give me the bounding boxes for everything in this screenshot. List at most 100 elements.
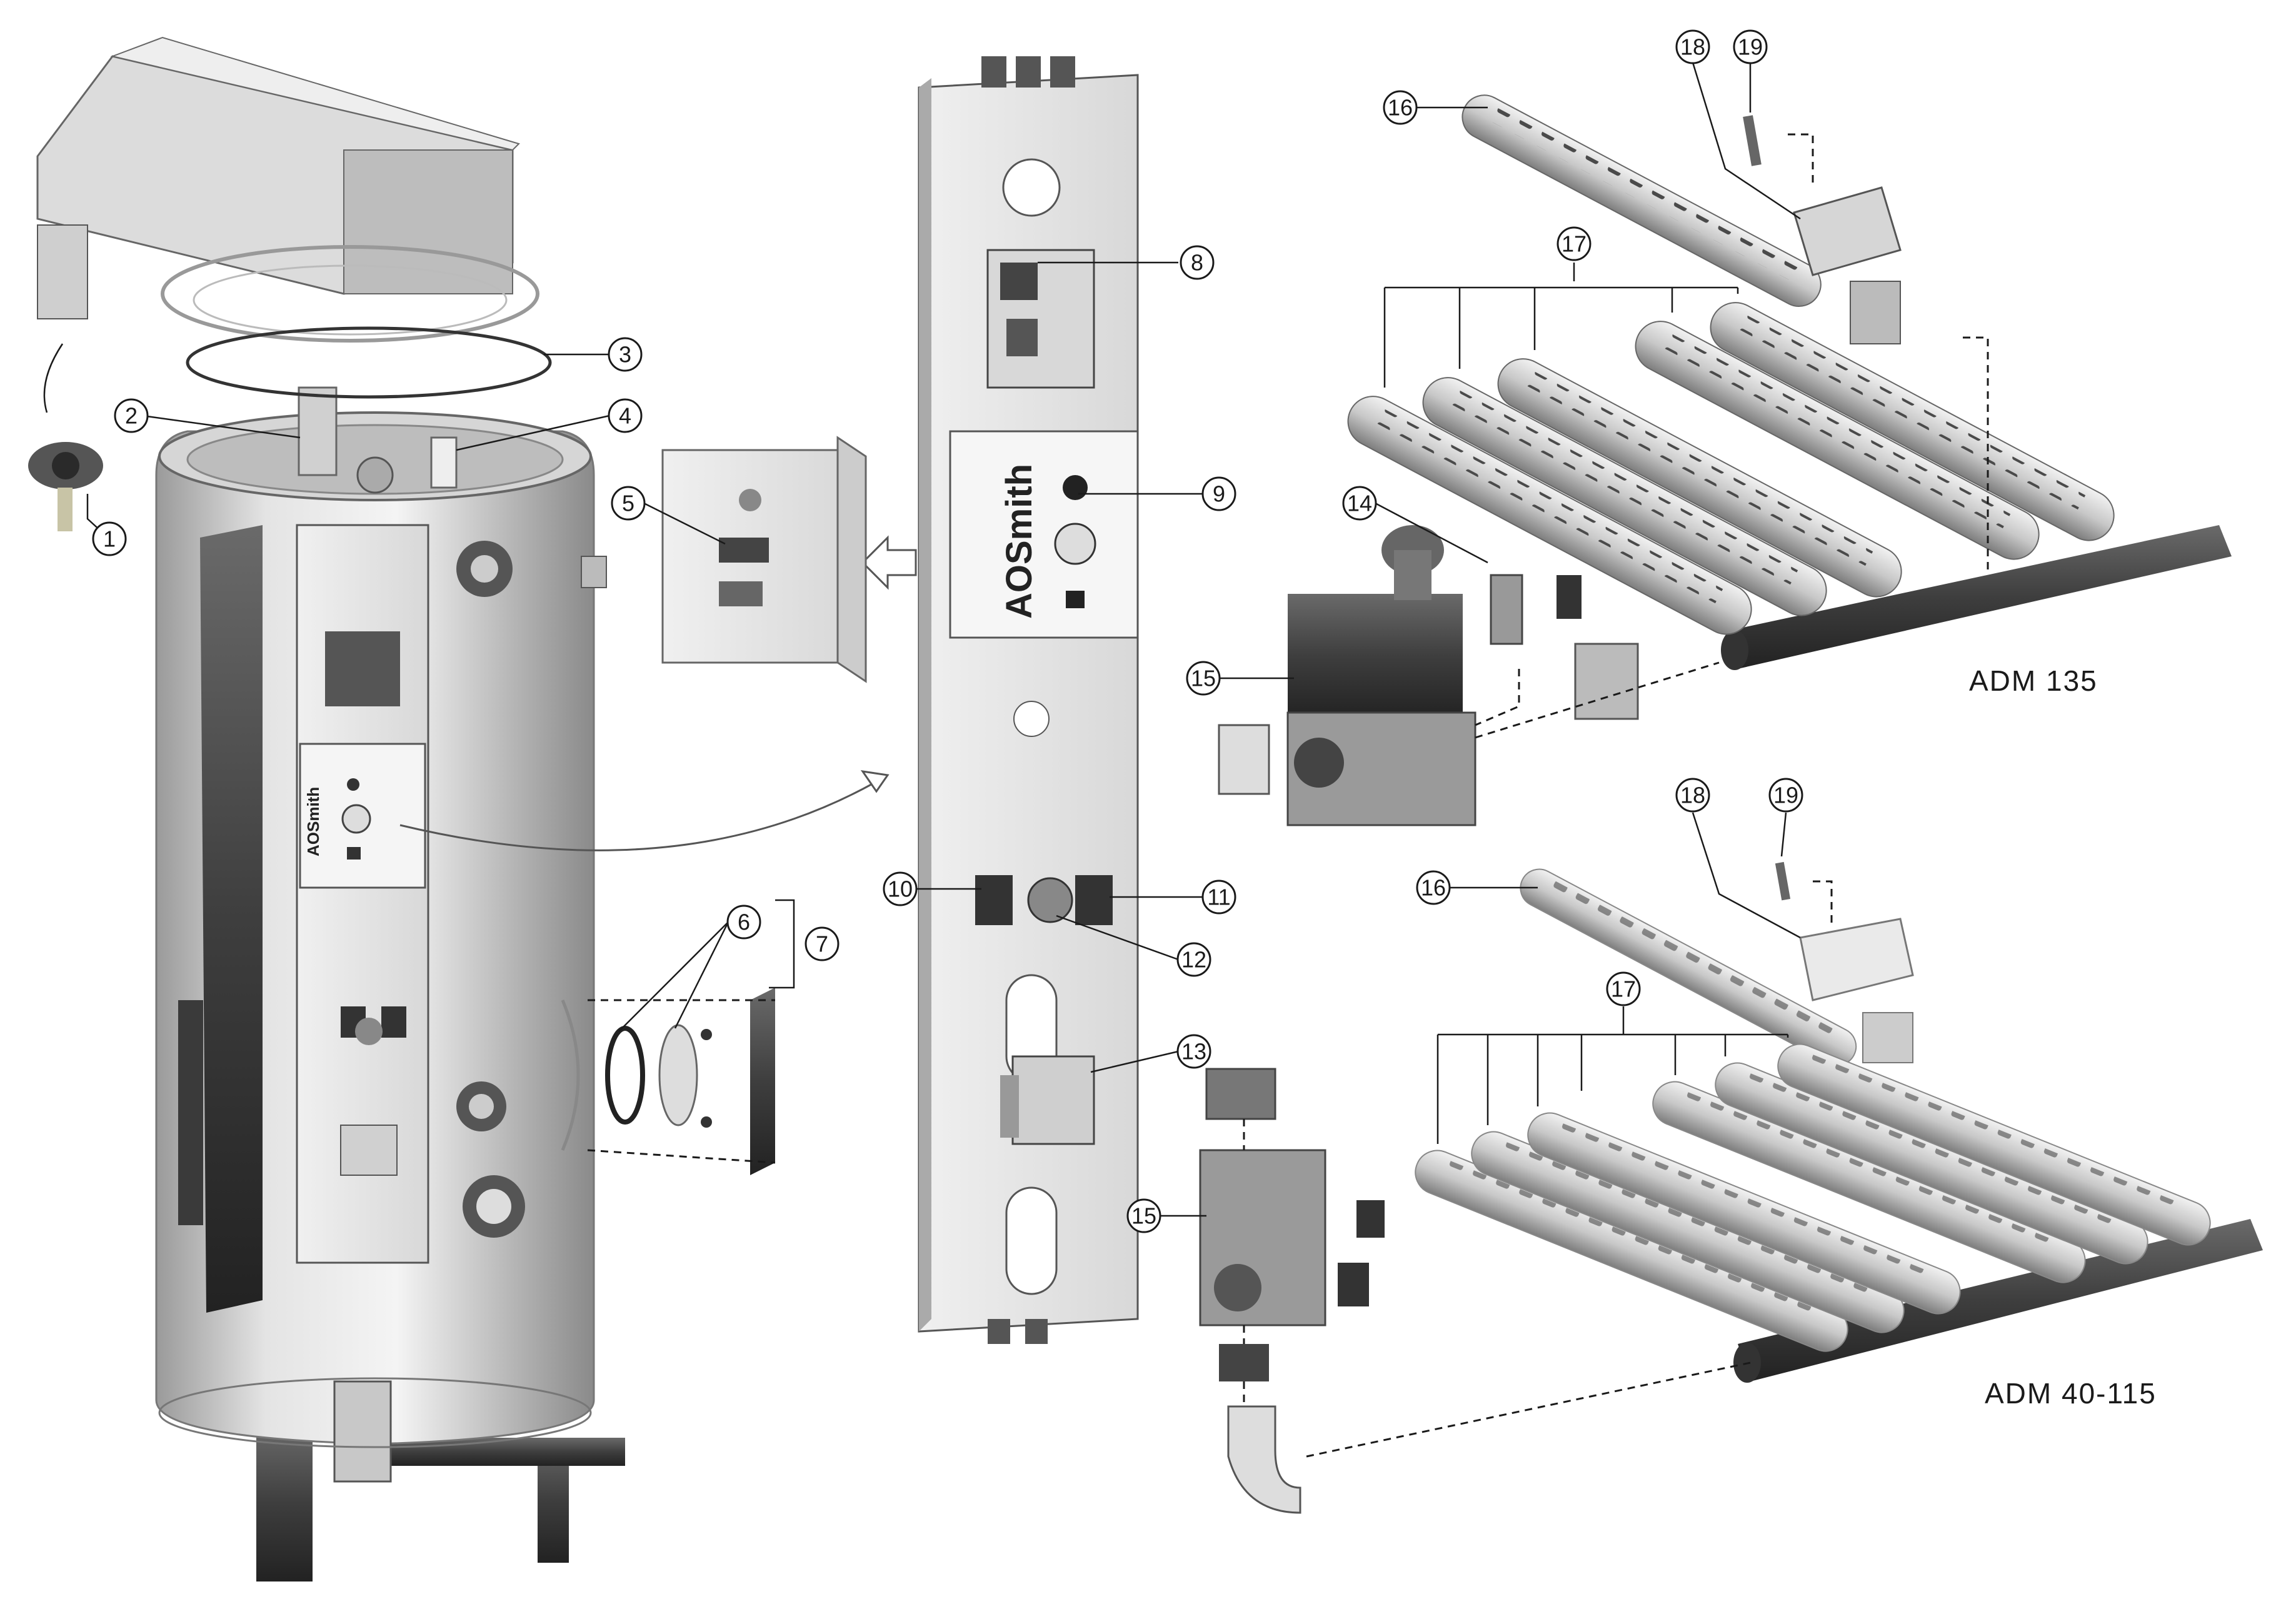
callout-circle <box>883 871 918 906</box>
gas-valve-top <box>1205 1068 1276 1120</box>
callout-12: 12 <box>1176 942 1211 977</box>
leader-18b <box>1692 812 1801 939</box>
cable-gland <box>981 56 1006 88</box>
callout-circle <box>726 905 761 940</box>
callout-number: 7 <box>816 931 828 957</box>
tank-panel-relay <box>381 1006 406 1038</box>
callout-13: 13 <box>1176 1034 1211 1069</box>
ignition-electrode <box>1775 861 1791 901</box>
solenoid-valve <box>1490 574 1523 645</box>
callout-15a: 15 <box>1186 661 1221 696</box>
callout-10: 10 <box>883 871 918 906</box>
gas-manifold-end <box>1721 630 1748 670</box>
main-pcb-chip <box>1000 263 1038 300</box>
sight-glass-assembly <box>561 988 776 1175</box>
callout-15b: 15 <box>1126 1198 1161 1233</box>
inspection-opening <box>561 1000 580 1151</box>
leader-17a <box>1383 263 1739 388</box>
leader-14 <box>1375 502 1488 564</box>
callout-circle <box>1176 942 1211 977</box>
callout-number: 8 <box>1191 250 1203 276</box>
module-terminal <box>719 581 763 606</box>
model-label-adm40-115: ADM 40-115 <box>1985 1377 2157 1410</box>
pilot-assembly <box>1793 186 1902 276</box>
panel-arrow <box>399 774 888 851</box>
callout-circle <box>611 486 646 521</box>
tank-side-port <box>471 555 498 583</box>
callout-number: 3 <box>619 342 631 368</box>
leader-13 <box>1090 1050 1179 1073</box>
callout-number: 16 <box>1421 875 1446 901</box>
burner-tube <box>1422 377 1827 616</box>
callout-19b: 19 <box>1768 778 1803 813</box>
callout-number: 12 <box>1181 947 1206 973</box>
callout-number: 15 <box>1191 666 1216 691</box>
burner-tube <box>1497 358 1902 598</box>
callout-17a: 17 <box>1557 226 1592 261</box>
panel-hole <box>1013 701 1050 737</box>
burner-tube <box>1520 868 1857 1066</box>
callout-circle <box>608 337 643 372</box>
tank-bottom-ring <box>158 1377 592 1448</box>
dash-line <box>1475 661 1720 739</box>
tank-leg <box>256 1425 313 1581</box>
burner-tube <box>1710 302 2115 541</box>
callout-circle <box>114 398 149 433</box>
flue-hood-assembly <box>28 36 552 531</box>
ignition-electrode <box>1743 115 1762 166</box>
flue-collar-inner <box>193 264 508 336</box>
callout-circle <box>1180 245 1215 280</box>
flue-hood-top <box>110 36 520 151</box>
leader-18a <box>1692 62 1801 220</box>
burner-tube <box>1635 321 2040 560</box>
switch-box-switch <box>1066 591 1085 608</box>
callout-number: 17 <box>1562 231 1587 257</box>
flue-sensor-center <box>52 452 79 479</box>
sight-screw <box>701 1116 712 1128</box>
callout-number: 17 <box>1611 976 1636 1002</box>
leader-2 <box>142 414 301 439</box>
callout-8: 8 <box>1180 245 1215 280</box>
callout-2: 2 <box>114 398 149 433</box>
gas-valve-connector <box>1338 1263 1369 1306</box>
switch-box <box>949 430 1139 639</box>
tank-panel-indicator <box>347 778 359 791</box>
callout-5: 5 <box>611 486 646 521</box>
callout-circle <box>1383 90 1418 125</box>
pilot-bracket <box>1850 281 1901 344</box>
callout-number: 16 <box>1388 95 1413 121</box>
callout-number: 18 <box>1680 34 1705 60</box>
relay-right <box>1075 875 1113 925</box>
dash-line <box>1813 880 1833 925</box>
callout-14: 14 <box>1342 486 1377 521</box>
sight-gasket <box>605 1026 645 1125</box>
callout-11: 11 <box>1201 880 1236 915</box>
callout-circle <box>1675 778 1710 813</box>
callout-4: 4 <box>608 398 643 433</box>
tank-panel-ignition <box>340 1125 398 1176</box>
pilot-bracket <box>1862 1012 1913 1063</box>
callout-3: 3 <box>608 337 643 372</box>
relay-left <box>975 875 1013 925</box>
cable-gland <box>1025 1319 1048 1344</box>
callout-number: 13 <box>1181 1039 1206 1065</box>
sight-glass <box>658 1024 698 1126</box>
callout-circle <box>1176 1034 1211 1069</box>
leader-7 <box>769 899 795 989</box>
callout-9: 9 <box>1201 476 1236 511</box>
pilot-assembly <box>1799 918 1914 1001</box>
pressure-switch <box>1027 877 1073 923</box>
leader-6 <box>618 921 729 1032</box>
tank-pcb <box>325 631 400 706</box>
burner-tube <box>1777 1043 2211 1246</box>
cable-gland <box>1050 56 1075 88</box>
callout-circle <box>805 926 840 961</box>
callout-number: 19 <box>1738 34 1763 60</box>
callout-circle <box>1557 226 1592 261</box>
module-knob <box>739 489 761 511</box>
callout-1: 1 <box>92 521 127 556</box>
gasket-ring <box>186 326 552 399</box>
tank-panel-logo: AOSmith <box>304 787 323 856</box>
cable-gland <box>1016 56 1041 88</box>
